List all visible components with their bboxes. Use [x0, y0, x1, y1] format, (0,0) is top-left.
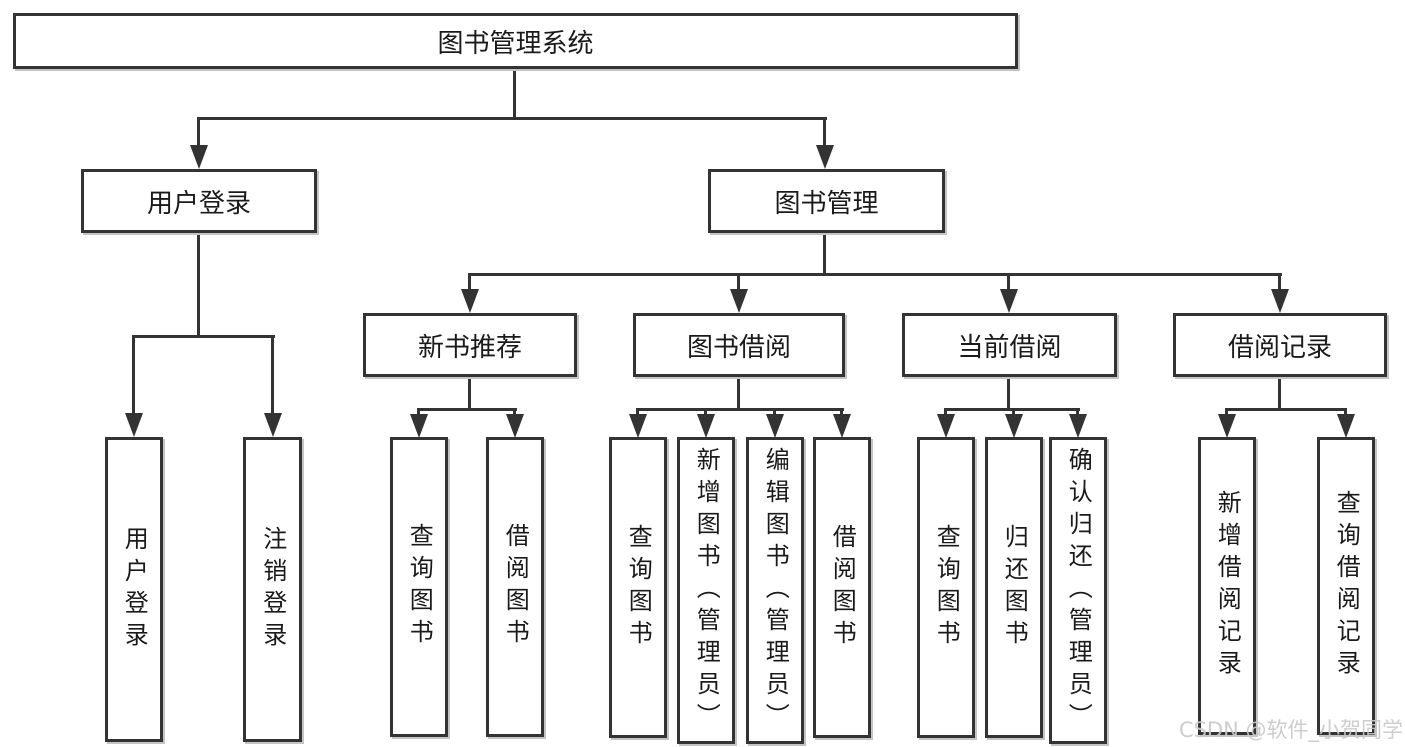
connector-mgmt-trunk [823, 233, 826, 276]
node-user-login: 用户登录 [81, 169, 317, 233]
connector-drop [1278, 273, 1281, 293]
arrow-down-icon [1069, 414, 1087, 438]
arrow-down-icon [461, 289, 479, 313]
arrow-down-icon [125, 413, 143, 437]
connector-mgmt-arm [468, 273, 1282, 276]
leaf-query-books-recommend: 查询图书 [390, 437, 448, 737]
connector-drop [468, 273, 471, 293]
leaf-user-login: 用户登录 [105, 437, 163, 742]
leaf-label: 用户登录 [120, 525, 149, 654]
leaf-add-books-admin: 新增图书（管理员） [677, 437, 735, 744]
leaf-label: 查询借阅记录 [1332, 490, 1361, 682]
connector-arm [636, 408, 844, 411]
connector-arm [1225, 408, 1347, 411]
connector-login-trunk [197, 233, 200, 338]
leaf-borrow-books-recommend: 借阅图书 [486, 437, 544, 737]
leaf-label: 借阅图书 [828, 523, 857, 652]
connector-trunk [468, 377, 471, 411]
leaf-label: 查询图书 [932, 523, 961, 652]
leaf-return-books: 归还图书 [985, 437, 1043, 738]
connector-root-trunk [513, 69, 516, 120]
leaf-edit-books-admin: 编辑图书（管理员） [746, 437, 804, 744]
node-label: 图书借阅 [686, 332, 791, 363]
arrow-down-icon [1218, 414, 1236, 438]
connector-trunk [1007, 377, 1010, 411]
arrow-down-icon [190, 145, 208, 169]
connector-trunk [737, 377, 740, 411]
node-label: 借阅记录 [1227, 332, 1332, 363]
leaf-label: 归还图书 [1000, 523, 1029, 652]
arrow-down-icon [1000, 289, 1018, 313]
node-label: 新书推荐 [417, 332, 522, 363]
connector-drop [197, 117, 200, 147]
node-borrowing-records: 借阅记录 [1173, 313, 1387, 377]
arrow-down-icon [730, 289, 748, 313]
arrow-down-icon [1005, 414, 1023, 438]
arrow-down-icon [506, 414, 524, 438]
leaf-label: 查询图书 [624, 523, 653, 652]
leaf-add-borrow-record: 新增借阅记录 [1198, 437, 1256, 735]
leaf-query-books-current: 查询图书 [917, 437, 975, 738]
node-label: 图书管理 [774, 188, 879, 219]
leaf-label: 编辑图书（管理员） [761, 446, 790, 735]
leaf-label: 确认归还（管理员） [1064, 446, 1093, 735]
leaf-borrow-books-borrowing: 借阅图书 [813, 437, 871, 738]
arrow-down-icon [766, 414, 784, 438]
arrow-down-icon [833, 414, 851, 438]
node-label: 图书管理系统 [437, 28, 594, 59]
node-current-borrowing: 当前借阅 [902, 313, 1117, 377]
arrow-down-icon [629, 414, 647, 438]
arrow-down-icon [697, 414, 715, 438]
connector-drop [737, 273, 740, 293]
leaf-label: 新增图书（管理员） [692, 446, 721, 735]
connector-drop [132, 335, 135, 415]
arrow-down-icon [1271, 289, 1289, 313]
arrow-down-icon [816, 145, 834, 169]
connector-drop [271, 335, 274, 415]
connector-trunk [1278, 377, 1281, 411]
leaf-confirm-return-admin: 确认归还（管理员） [1049, 437, 1107, 744]
connector-drop [823, 117, 826, 147]
leaf-logout: 注销登录 [243, 437, 302, 742]
csdn-watermark: CSDN @软件_小贺同学 [1178, 718, 1403, 742]
arrow-down-icon [1337, 414, 1355, 438]
leaf-label: 借阅图书 [501, 523, 530, 651]
connector-arm [417, 408, 517, 411]
leaf-query-borrow-record: 查询借阅记录 [1317, 437, 1375, 735]
arrow-down-icon [937, 414, 955, 438]
node-new-book-recommendation: 新书推荐 [363, 313, 577, 377]
arrow-down-icon [264, 413, 282, 437]
leaf-query-books-borrowing: 查询图书 [609, 437, 667, 738]
connector-login-arm [132, 335, 275, 338]
node-library-management-system: 图书管理系统 [13, 13, 1018, 69]
node-label: 当前借阅 [957, 332, 1062, 363]
node-book-borrowing: 图书借阅 [633, 313, 845, 377]
leaf-label: 新增借阅记录 [1213, 490, 1242, 682]
arrow-down-icon [410, 414, 428, 438]
node-book-management: 图书管理 [708, 169, 945, 233]
node-label: 用户登录 [146, 188, 251, 219]
leaf-label: 查询图书 [405, 523, 434, 651]
connector-drop [1007, 273, 1010, 293]
leaf-label: 注销登录 [258, 525, 287, 654]
connector-root-arm [197, 117, 827, 120]
